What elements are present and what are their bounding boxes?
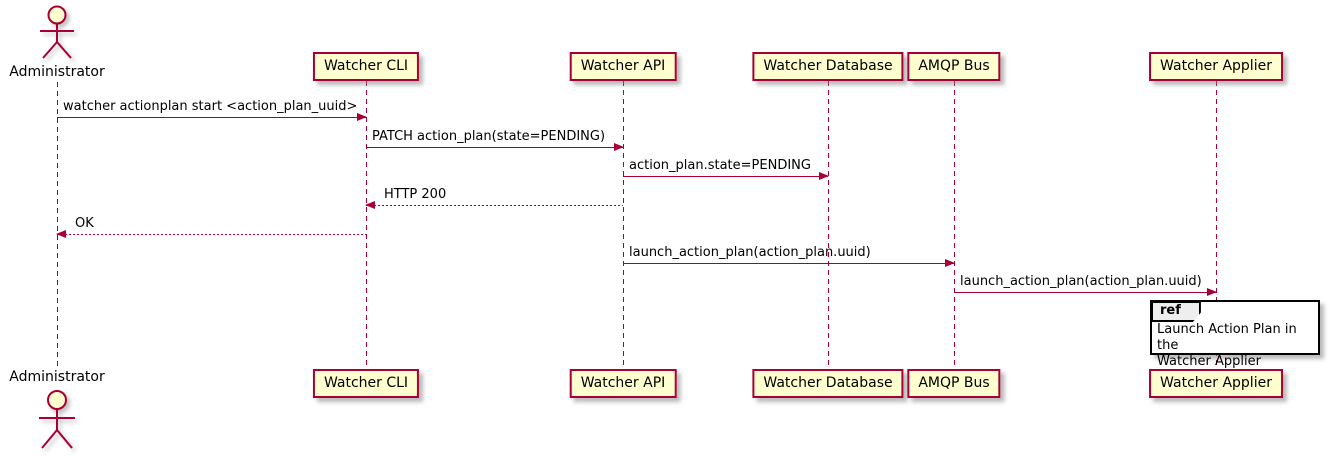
participant-watcher-applier-top: Watcher Applier bbox=[1149, 52, 1283, 81]
lifeline-watcher-cli bbox=[366, 81, 367, 369]
message-line bbox=[623, 259, 955, 267]
actor-icon bbox=[40, 5, 74, 59]
message-label: launch_action_plan(action_plan.uuid) bbox=[960, 274, 1202, 289]
message-label: HTTP 200 bbox=[384, 187, 447, 202]
participant-watcher-database-bottom: Watcher Database bbox=[752, 369, 904, 398]
message-label: PATCH action_plan(state=PENDING) bbox=[372, 129, 606, 144]
arrow-head-icon bbox=[1207, 288, 1217, 296]
message-label: watcher actionplan start <action_plan_uu… bbox=[63, 99, 358, 114]
lifeline-watcher-database bbox=[828, 81, 829, 369]
participant-watcher-applier-bottom: Watcher Applier bbox=[1149, 369, 1283, 398]
participant-watcher-api-bottom: Watcher API bbox=[569, 369, 677, 398]
message-actionplan-start: watcher actionplan start <action_plan_uu… bbox=[57, 99, 367, 121]
ref-fragment: ref Launch Action Plan in the Watcher Ap… bbox=[1150, 300, 1320, 369]
message-line bbox=[56, 230, 366, 238]
message-state-pending: action_plan.state=PENDING bbox=[623, 158, 829, 180]
message-line bbox=[366, 143, 624, 151]
participant-amqp-bus-bottom: AMQP Bus bbox=[907, 369, 1001, 398]
actor-icon bbox=[39, 390, 75, 449]
arrow-head-icon bbox=[357, 113, 367, 121]
message-line bbox=[365, 201, 623, 209]
participant-watcher-database-top: Watcher Database bbox=[752, 52, 904, 81]
message-label: launch_action_plan(action_plan.uuid) bbox=[629, 245, 871, 260]
participant-watcher-cli-top: Watcher CLI bbox=[312, 52, 420, 81]
message-line bbox=[954, 288, 1217, 296]
message-launch-action-plan-applier: launch_action_plan(action_plan.uuid) bbox=[954, 274, 1217, 296]
message-http-200: HTTP 200 bbox=[365, 187, 623, 209]
arrow-head-icon bbox=[56, 230, 66, 238]
arrow-head-icon bbox=[819, 172, 829, 180]
lifeline-amqp-bus bbox=[954, 81, 955, 369]
message-label: OK bbox=[75, 216, 94, 231]
participant-amqp-bus-top: AMQP Bus bbox=[907, 52, 1001, 81]
actor-label-bottom: Administrator bbox=[9, 369, 105, 385]
lifeline-watcher-api bbox=[623, 81, 624, 369]
participant-watcher-api-top: Watcher API bbox=[569, 52, 677, 81]
message-ok: OK bbox=[56, 216, 366, 238]
ref-keyword: ref bbox=[1151, 301, 1201, 322]
participant-watcher-cli-bottom: Watcher CLI bbox=[312, 369, 420, 398]
message-launch-action-plan-amqp: launch_action_plan(action_plan.uuid) bbox=[623, 245, 955, 267]
lifeline-watcher-applier bbox=[1216, 81, 1217, 369]
message-label: action_plan.state=PENDING bbox=[629, 158, 811, 173]
actor-label-top: Administrator bbox=[9, 64, 105, 80]
lifeline-administrator bbox=[57, 82, 58, 368]
ref-text: Launch Action Plan in the Watcher Applie… bbox=[1157, 322, 1297, 369]
arrow-head-icon bbox=[365, 201, 375, 209]
message-line bbox=[57, 113, 367, 121]
arrow-head-icon bbox=[945, 259, 955, 267]
message-patch-action-plan: PATCH action_plan(state=PENDING) bbox=[366, 129, 624, 151]
message-line bbox=[623, 172, 829, 180]
arrow-head-icon bbox=[614, 143, 624, 151]
